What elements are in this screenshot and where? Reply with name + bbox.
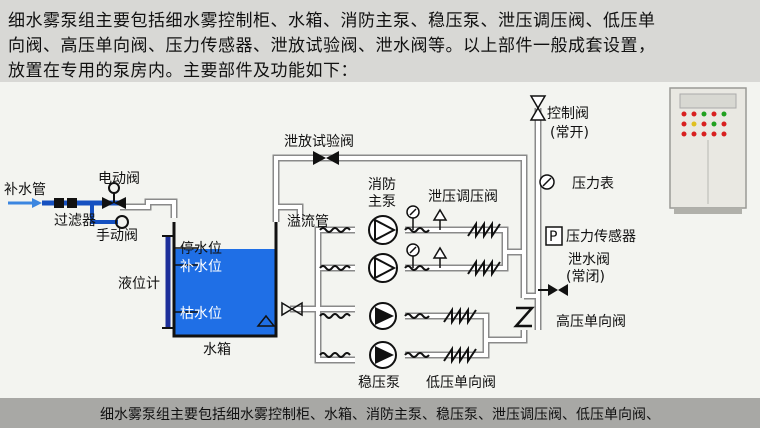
drain-valve-icon [538, 284, 568, 296]
suction-bell-icon [256, 314, 276, 327]
check-valve-icons [443, 220, 501, 365]
hp-check-valve-label: 高压单向阀 [556, 313, 626, 330]
relief-regulating-valve-icon [432, 246, 448, 268]
electric-valve-icon [102, 182, 126, 209]
high-pressure-check-valve-icon [513, 306, 535, 328]
pressure-gauge-label: 压力表 [572, 176, 614, 192]
caption-bar [0, 398, 760, 428]
tank-label: 水箱 [203, 342, 231, 358]
relief-regulating-valve-label: 泄压调压阀 [428, 189, 498, 205]
control-valve-icon [529, 95, 547, 121]
main-pump-icon [368, 253, 398, 283]
makeup-pipe-label: 补水管 [4, 182, 46, 198]
cabinet-indicator-lights [681, 111, 727, 137]
filter-icon [54, 198, 77, 208]
tank-walls [172, 222, 278, 338]
pressure-sensor-icon [545, 226, 563, 246]
water-tank [172, 222, 278, 338]
relief-regulating-valve-icon [432, 208, 448, 230]
header-line-3: 放置在专用的泵房内。主要部件及功能如下： [8, 61, 358, 81]
header-line-2: 向阀、高压单向阀、压力传感器、泄放试验阀、泄水阀等。以上部件一般成套设置， [8, 36, 656, 56]
pump-pressure-gauge-icon [406, 243, 420, 268]
main-pump-label-line2: 主泵 [368, 194, 396, 210]
pressure-gauge-icon [539, 174, 555, 190]
header-panel: 细水雾泵组主要包括细水雾控制柜、水箱、消防主泵、稳压泵、泄压调压阀、低压单 向阀… [0, 0, 760, 82]
level-gauge [162, 235, 174, 329]
main-pump-label-line1: 消防 [368, 177, 396, 193]
pump-pressure-gauge-icon [406, 205, 420, 230]
main-pump-icon [368, 215, 398, 245]
jockey-pump-label: 稳压泵 [358, 375, 400, 391]
overflow-pipe-label: 溢流管 [287, 214, 329, 230]
control-valve-label: 控制阀 [547, 106, 589, 122]
manual-valve-label: 手动阀 [96, 228, 138, 244]
tank-water [174, 249, 276, 336]
filter-label: 过滤器 [54, 213, 96, 229]
pressure-sensor-symbol: P [549, 229, 557, 245]
bypass-pipe [90, 203, 118, 224]
header-line-1: 细水雾泵组主要包括细水雾控制柜、水箱、消防主泵、稳压泵、泄压调压阀、低压单 [8, 11, 656, 31]
stop-level-label: 停水位 [180, 240, 222, 257]
flex-hoses [319, 227, 430, 358]
control-cabinet [669, 87, 747, 214]
drain-valve-state: (常闭) [566, 269, 605, 285]
lp-check-valve-label: 低压单向阀 [426, 375, 496, 391]
level-gauge-label: 液位计 [118, 276, 160, 292]
pump-system-diagram: 补水管 过滤器 电动阀 手动阀 液位计 停水位 补水位 枯水位 水箱 泄放试验阀… [4, 87, 747, 391]
dry-level-label: 枯水位 [180, 306, 222, 322]
jockey-pump-icon [369, 341, 397, 369]
manual-valve-icon [115, 215, 129, 229]
inlet-arrow-head [32, 198, 42, 208]
tank-outlet-valve-icon [281, 301, 303, 317]
relief-test-valve-icon [313, 151, 339, 165]
electric-valve-label: 电动阀 [98, 171, 140, 187]
caption-text: 细水雾泵组主要包括细水雾控制柜、水箱、消防主泵、稳压泵、泄压调压阀、低压单向阀、 [100, 407, 660, 423]
drain-valve-label: 泄水阀 [568, 252, 610, 268]
pressure-sensor-label: 压力传感器 [566, 228, 636, 245]
makeup-level-label: 补水位 [180, 259, 222, 275]
control-valve-state: (常开) [550, 125, 589, 141]
jockey-pump-icon [369, 302, 397, 330]
relief-test-valve-label: 泄放试验阀 [284, 134, 354, 150]
